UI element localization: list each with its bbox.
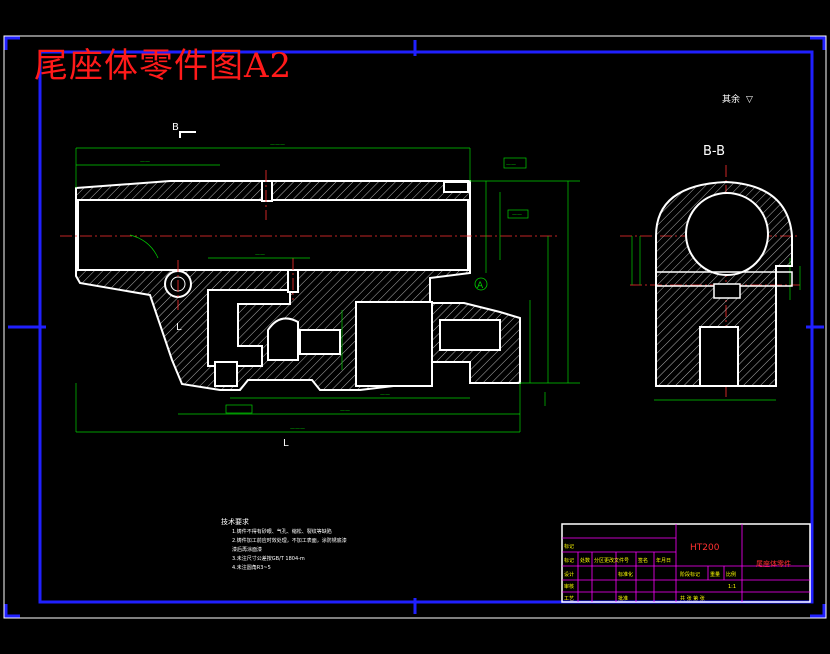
tech-item-3: 漆后再涂面漆: [232, 546, 262, 553]
inner-cavity-5: [214, 361, 238, 387]
datum-a-label: A: [477, 281, 484, 291]
tech-item-4: 3.未注尺寸公差按GB/T 1804-m: [232, 555, 305, 562]
tb-mid-2: 批准: [618, 595, 628, 602]
view-b-label: B: [172, 122, 179, 133]
tech-item-2: 2.铸件加工前应时效处理，不加工表面，涂防锈底漆: [232, 537, 347, 544]
svg-text:——: ——: [255, 252, 265, 258]
tb-part-name: 尾座体零件: [756, 559, 791, 568]
dimension-texts: ——— —— ——— —— —— —— —— ——: [140, 142, 522, 432]
tech-item-5: 4.未注圆角R3~5: [232, 564, 271, 571]
section-bb-notch: [713, 283, 741, 299]
tb-row-3: 审核: [564, 583, 574, 590]
svg-text:———: ———: [290, 426, 305, 432]
svg-text:——: ——: [340, 408, 350, 414]
lower-mark: L: [283, 438, 289, 449]
tb-header-1: 标记: [564, 557, 574, 564]
tb-sheet: 共 张 第 张: [680, 595, 705, 602]
section-bb-bore: [685, 192, 769, 276]
datum-a-marker: A: [474, 277, 488, 291]
tb-row-1: 标记: [564, 543, 574, 550]
main-bore: [77, 199, 469, 271]
title-block: HT200 尾座体零件 标记 处数 分区 更改文件号 签名 年月日 标记 设计 …: [561, 523, 811, 603]
tb-header-6: 年月日: [656, 557, 671, 564]
inner-cavity-3: [299, 329, 341, 355]
surface-symbol: ▽: [746, 95, 753, 105]
corner-marks: [4, 36, 826, 618]
section-bb-slot: [699, 326, 739, 387]
outer-frame: [3, 35, 827, 619]
tb-stage-2: 重量: [710, 571, 720, 578]
section-bb-view: [655, 180, 793, 387]
svg-text:———: ———: [270, 142, 285, 148]
tb-mid-1: 标准化: [618, 571, 633, 578]
tech-requirements: 技术要求 1.铸件不得有砂眼、气孔、缩松、裂纹等缺陷 2.铸件加工前应时效处理，…: [221, 517, 347, 571]
svg-text:——: ——: [512, 212, 522, 218]
tb-row-2: 设计: [564, 571, 574, 578]
drawing-title: 尾座体零件图A2: [34, 46, 293, 86]
tb-stage-1: 阶段标记: [680, 571, 700, 578]
tb-header-3: 分区: [594, 557, 604, 564]
tb-row-4: 工艺: [564, 596, 574, 602]
surface-note: 其余: [722, 93, 740, 105]
tb-stage-3: 比例: [726, 571, 736, 578]
tb-scale: 1:1: [728, 584, 736, 590]
hole-right: [443, 181, 469, 193]
section-mark-left: L: [176, 322, 182, 333]
arch-cutout: [267, 317, 299, 361]
inner-cavity-2: [355, 301, 433, 387]
tech-heading: 技术要求: [221, 517, 249, 526]
inner-cavity-4: [439, 319, 501, 351]
view-b-arrow: [179, 131, 196, 138]
svg-text:——: ——: [506, 162, 516, 168]
tb-material: HT200: [690, 543, 720, 553]
tech-item-1: 1.铸件不得有砂眼、气孔、缩松、裂纹等缺陷: [232, 528, 332, 535]
main-view: [75, 180, 521, 391]
svg-text:——: ——: [140, 159, 150, 165]
tb-header-2: 处数: [580, 557, 590, 564]
svg-text:——: ——: [380, 392, 390, 398]
slot-top: [261, 180, 273, 202]
tb-header-4: 更改文件号: [604, 557, 629, 564]
section-bb-label: B-B: [703, 144, 725, 159]
tb-header-5: 签名: [638, 557, 648, 564]
dimension-lines: [75, 147, 801, 433]
